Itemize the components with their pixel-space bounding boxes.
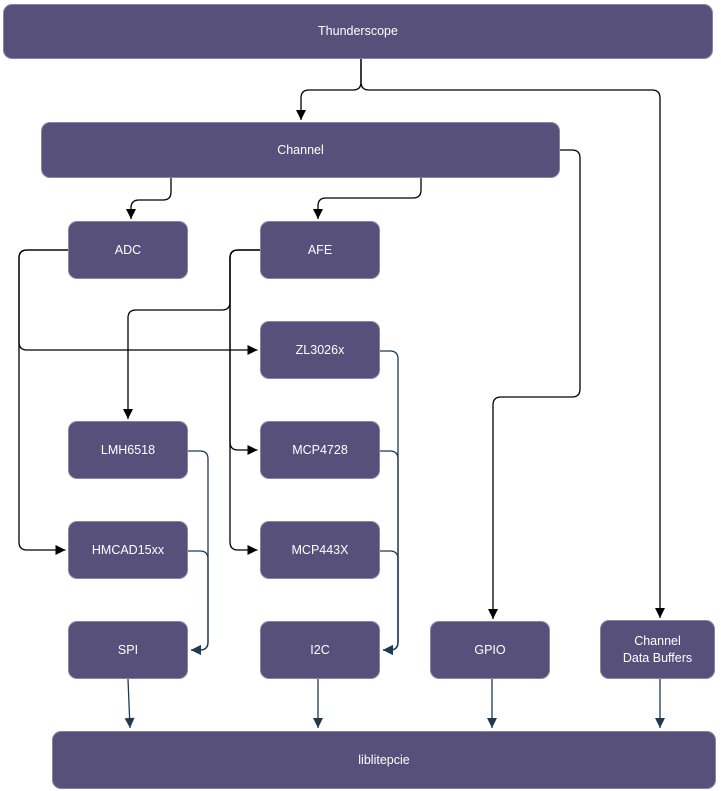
node-mcp443x: MCP443X [260,521,380,579]
edge-lmh6518-spi [188,450,209,655]
node-gpio: GPIO [430,621,550,679]
node-channel: Channel [41,122,560,178]
node-liblitepcie: liblitepcie [52,731,716,789]
edge-afe-mcp443x [229,249,260,555]
node-thunderscope: Thunderscope [3,4,713,59]
edge-channel-adc [126,178,172,219]
node-i2c: I2C [260,621,380,679]
edge-spi-liblitepcie [124,678,135,729]
edge-channel-afe [313,178,422,219]
node-channel-data-buffers: Channel Data Buffers [600,620,715,679]
edge-mcp4728-i2c [380,450,399,655]
edge-adc-hmcad15xx [18,249,68,555]
edge-hmcad15xx-spi [188,550,209,655]
edge-afe-mcp4728 [229,249,260,455]
node-zl3026x: ZL3026x [260,321,380,379]
node-adc: ADC [68,221,188,279]
edge-zl3026x-i2c [380,350,399,655]
node-lmh6518: LMH6518 [68,421,188,479]
node-spi: SPI [68,621,188,679]
edge-thunderscope-channel [296,59,362,120]
node-mcp4728: MCP4728 [260,421,380,479]
node-afe: AFE [260,221,380,279]
node-hmcad15xx: HMCAD15xx [68,521,188,579]
edge-channel-gpio [488,149,581,619]
edge-mcp443x-i2c [380,550,399,655]
